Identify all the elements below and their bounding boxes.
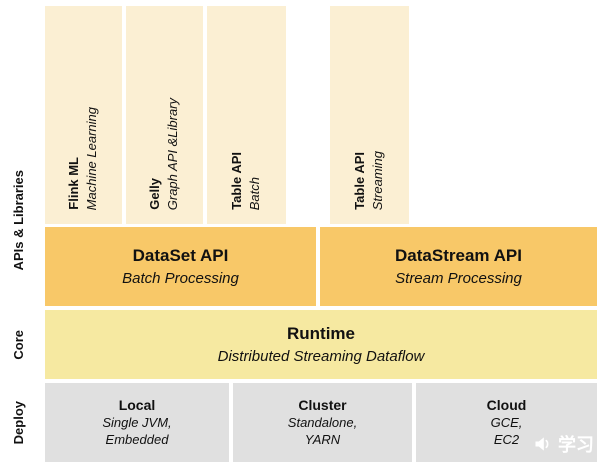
library-name: Table API [229,152,245,210]
library-subtitle: Streaming [370,150,385,210]
runtime-subtitle: Distributed Streaming Dataflow [217,348,425,365]
deploy-title: Cluster [298,397,347,414]
side-label-core: Core [0,311,38,379]
side-label-deploy-text: Deploy [10,400,26,445]
deploy-subtitle-line1: Standalone, [287,415,358,431]
library-column-gelly: Gelly Graph API &Library [126,6,203,224]
library-column-table-api-streaming: Table API Streaming [330,6,409,224]
side-label-apis-text: APIs & Libraries [10,169,26,271]
dataset-api-block: DataSet API Batch Processing [45,227,316,306]
library-name: Gelly [147,178,163,210]
deploy-subtitle-line2: YARN [304,431,341,447]
side-label-deploy: Deploy [0,383,38,462]
library-subtitle: Graph API &Library [165,97,180,210]
runtime-block: Runtime Distributed Streaming Dataflow [45,310,597,379]
deploy-title: Local [118,397,156,414]
datastream-api-title: DataStream API [395,246,522,265]
deploy-cell-cluster: Cluster Standalone, YARN [233,383,412,462]
deploy-subtitle-line2: Embedded [105,431,169,447]
watermark: 学习 [533,431,594,457]
library-column-table-api-batch: Table API Batch [207,6,286,224]
deploy-cell-cloud: Cloud GCE, EC2 [416,383,597,462]
library-name: Flink ML [66,157,82,210]
dataset-api-title: DataSet API [132,246,229,265]
deploy-title: Cloud [486,397,527,414]
dataset-api-subtitle: Batch Processing [122,270,239,287]
deploy-subtitle-line1: GCE, [490,415,523,431]
deploy-subtitle-line2: EC2 [493,431,520,447]
runtime-title: Runtime [287,324,355,343]
library-subtitle: Batch [247,176,262,210]
datastream-api-subtitle: Stream Processing [395,270,522,287]
datastream-api-block: DataStream API Stream Processing [320,227,597,306]
side-label-core-text: Core [10,330,26,360]
library-name: Table API [352,152,368,210]
deploy-cell-local: Local Single JVM, Embedded [45,383,229,462]
watermark-text: 学习 [558,435,594,455]
deploy-subtitle-line1: Single JVM, [102,415,172,431]
side-label-apis-libraries: APIs & Libraries [0,130,38,310]
megaphone-icon [533,434,553,454]
library-subtitle: Machine Learning [84,106,99,210]
library-column-flink-ml: Flink ML Machine Learning [45,6,122,224]
